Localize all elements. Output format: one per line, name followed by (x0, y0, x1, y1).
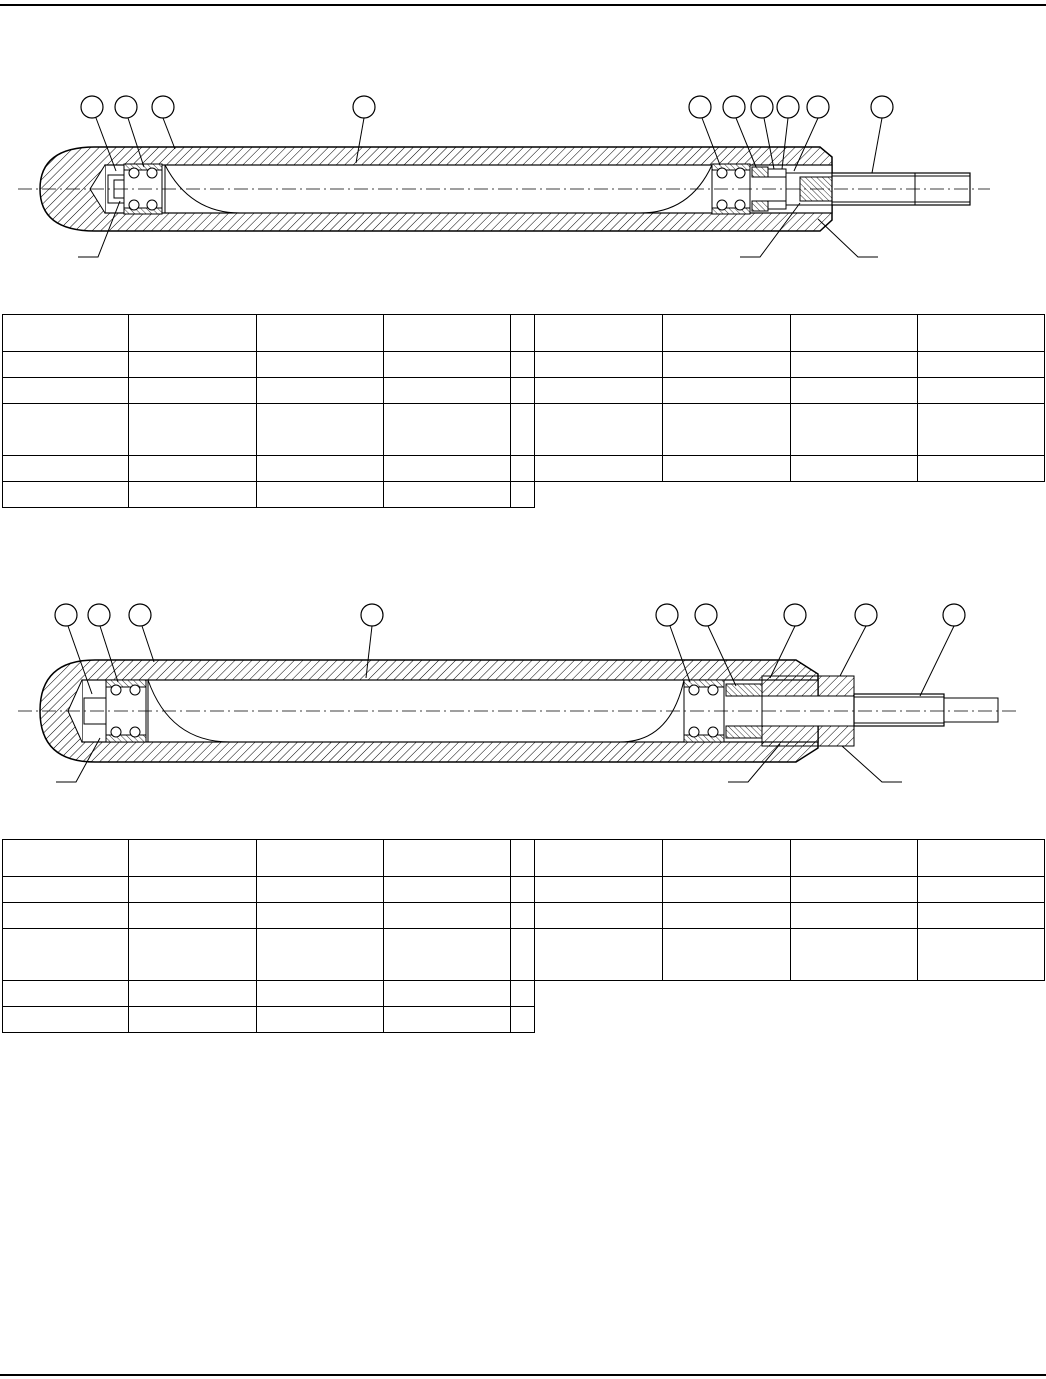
table-row (1, 377, 1046, 404)
table-row (1, 876, 1046, 903)
table-row (1, 980, 1045, 1007)
lower-roller-drawing (18, 603, 1016, 783)
table-row (1, 314, 1046, 352)
table-row (1, 403, 1046, 456)
top-rule (0, 4, 1046, 6)
table-row (1, 455, 1046, 482)
lower-parts-table (1, 839, 1046, 1033)
table-row (1, 902, 1046, 929)
upper-roller-drawing (18, 95, 990, 258)
table-row (1, 928, 1046, 981)
table-row (1, 481, 1045, 508)
upper-parts-table (1, 314, 1046, 508)
bottom-rule (0, 1374, 1046, 1376)
table-row (1, 351, 1046, 378)
table-row (1, 839, 1046, 877)
table-row (1, 1006, 1045, 1033)
